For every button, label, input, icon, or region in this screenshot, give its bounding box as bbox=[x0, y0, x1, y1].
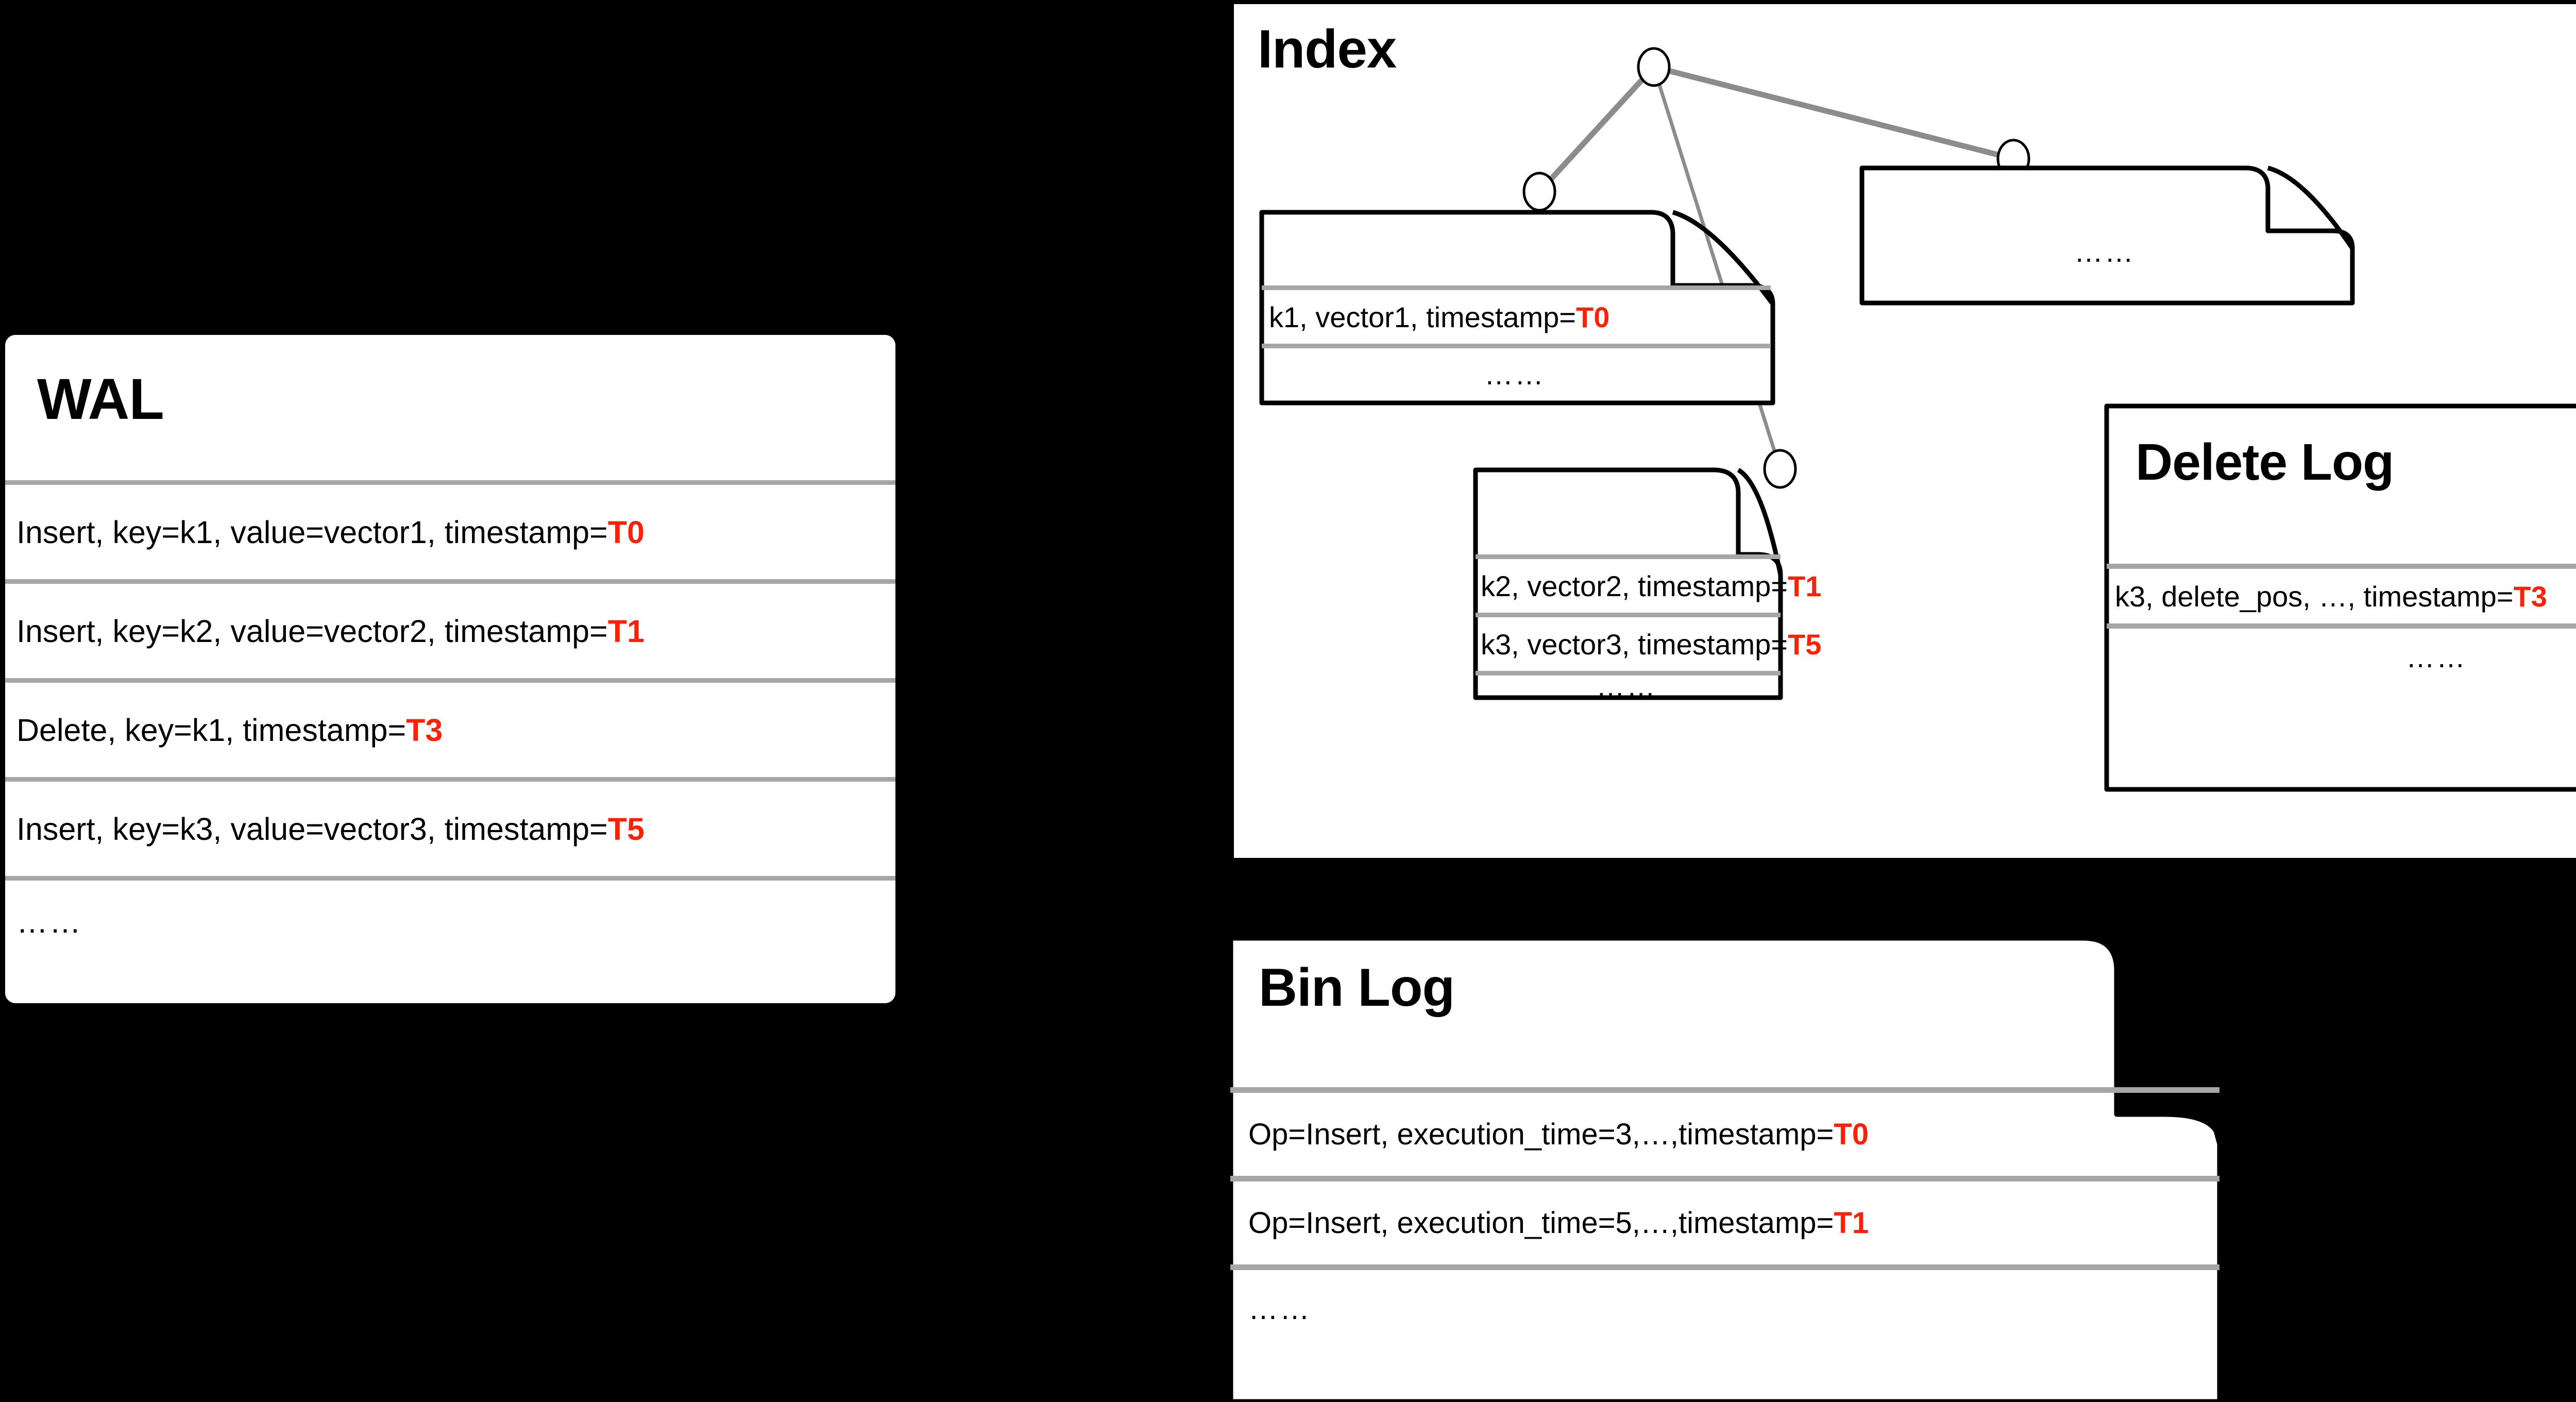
wal-row-text: Delete, key=k1, timestamp= bbox=[16, 712, 406, 748]
wal-row: Delete, key=k1, timestamp= T3 bbox=[16, 683, 443, 777]
leaf-middle-rule-1 bbox=[1476, 613, 1781, 617]
bin-log-row-timestamp: T0 bbox=[1834, 1118, 1869, 1151]
index-leaf-row: k1, vector1, timestamp= T0 bbox=[1269, 290, 1609, 344]
root-node bbox=[1637, 47, 1671, 87]
wal-rule-4 bbox=[5, 876, 895, 881]
bin-log-ellipsis-row: …… bbox=[1248, 1270, 1311, 1347]
bin-log-row-text: Op=Insert, execution_time=5,…,timestamp= bbox=[1248, 1206, 1834, 1240]
wal-ellipsis-row: …… bbox=[16, 881, 82, 963]
ellipsis-text: …… bbox=[16, 904, 82, 939]
delete-log-title: Delete Log bbox=[2136, 433, 2394, 491]
child-node-left bbox=[1522, 172, 1556, 212]
wal-row-timestamp: T3 bbox=[406, 712, 443, 748]
doc-outline bbox=[2104, 403, 2576, 792]
index-leaf-row-text: k1, vector1, timestamp= bbox=[1269, 300, 1577, 333]
index-leaf-ellipsis-row: …… bbox=[1473, 670, 1780, 702]
ellipsis-text: …… bbox=[2406, 640, 2467, 673]
doc-outline bbox=[1227, 935, 2223, 1402]
bin-log-rule-0 bbox=[1230, 1087, 2219, 1093]
index-leaf-ellipsis-row: …… bbox=[1860, 226, 2349, 277]
leaf-left-rule-1 bbox=[1262, 344, 1771, 348]
doc-content: Bin Log Op=Insert, execution_time=3,…,ti… bbox=[1228, 933, 2223, 1402]
index-panel: Index bbox=[1234, 4, 2576, 858]
wal-row-timestamp: T5 bbox=[607, 811, 645, 847]
bin-log-row: Op=Insert, execution_time=3,…,timestamp=… bbox=[1248, 1093, 1869, 1176]
tree-edge-root-left bbox=[1537, 65, 1656, 194]
delete-log-rule-0 bbox=[2107, 564, 2576, 569]
doc-content: k2, vector2, timestamp= T1 k3, vector3, … bbox=[1473, 466, 1821, 702]
delete-log-ellipsis-row: …… bbox=[2105, 629, 2576, 685]
index-leaf-row-text: k3, vector3, timestamp= bbox=[1481, 628, 1788, 661]
ellipsis-text: …… bbox=[2074, 235, 2135, 268]
doc-content: …… bbox=[1860, 164, 2354, 303]
bin-log-card: Bin Log Op=Insert, execution_time=3,…,ti… bbox=[1227, 933, 2223, 1402]
ellipsis-text: …… bbox=[1248, 1292, 1311, 1326]
doc-content: Delete Log k3, delete_pos, …, timestamp=… bbox=[2105, 402, 2576, 789]
ellipsis-text: …… bbox=[1596, 669, 1657, 702]
wal-row-timestamp: T0 bbox=[607, 514, 645, 550]
ellipsis-text: …… bbox=[1484, 358, 1545, 391]
bin-log-title: Bin Log bbox=[1259, 958, 1455, 1018]
wal-rule-2 bbox=[5, 678, 895, 683]
wal-row-text: Insert, key=k1, value=vector1, timestamp… bbox=[16, 514, 608, 550]
delete-log-rule-1 bbox=[2107, 623, 2576, 629]
wal-row: Insert, key=k1, value=vector1, timestamp… bbox=[16, 485, 645, 579]
wal-row-timestamp: T1 bbox=[607, 613, 645, 649]
wal-row-text: Insert, key=k2, value=vector2, timestamp… bbox=[16, 613, 608, 649]
index-leaf-row-timestamp: T0 bbox=[1576, 300, 1610, 333]
wal-rule-0 bbox=[5, 480, 895, 485]
delete-log-row-text: k3, delete_pos, …, timestamp= bbox=[2115, 580, 2514, 613]
index-leaf-row-text: k2, vector2, timestamp= bbox=[1481, 569, 1788, 602]
bin-log-rule-2 bbox=[1230, 1264, 2219, 1270]
delete-log-row: k3, delete_pos, …, timestamp= T3 bbox=[2115, 569, 2547, 623]
leaf-left-rule-0 bbox=[1262, 285, 1771, 290]
index-leaf-ellipsis-row: …… bbox=[1260, 348, 1770, 400]
wal-row-text: Insert, key=k3, value=vector3, timestamp… bbox=[16, 811, 608, 847]
leaf-middle-rule-2 bbox=[1476, 671, 1781, 675]
bin-log-row-text: Op=Insert, execution_time=3,…,timestamp= bbox=[1248, 1118, 1834, 1151]
index-leaf-left: k1, vector1, timestamp= T0 …… bbox=[1259, 208, 1775, 406]
index-title: Index bbox=[1258, 19, 1397, 79]
child-node-middle bbox=[1763, 449, 1797, 489]
wal-rule-3 bbox=[5, 777, 895, 782]
wal-card: WAL Insert, key=k1, value=vector1, times… bbox=[5, 335, 895, 1003]
index-leaf-row: k3, vector3, timestamp= T5 bbox=[1481, 617, 1821, 671]
doc-outline bbox=[1859, 165, 2355, 306]
wal-row: Insert, key=k2, value=vector2, timestamp… bbox=[16, 584, 645, 678]
tree-edge-root-right bbox=[1653, 64, 2014, 162]
index-leaf-middle: k2, vector2, timestamp= T1 k3, vector3, … bbox=[1473, 466, 1821, 702]
delete-log-card: Delete Log k3, delete_pos, …, timestamp=… bbox=[2104, 402, 2576, 792]
bin-log-rule-1 bbox=[1230, 1176, 2219, 1181]
doc-content: k1, vector1, timestamp= T0 …… bbox=[1260, 208, 1775, 403]
wal-rule-1 bbox=[5, 579, 895, 584]
delete-log-row-timestamp: T3 bbox=[2513, 580, 2547, 613]
bin-log-row-timestamp: T1 bbox=[1834, 1206, 1869, 1240]
wal-row: Insert, key=k3, value=vector3, timestamp… bbox=[16, 782, 645, 876]
wal-title: WAL bbox=[37, 367, 164, 431]
leaf-middle-rule-0 bbox=[1476, 554, 1781, 559]
index-leaf-right: …… bbox=[1859, 164, 2355, 306]
bin-log-row: Op=Insert, execution_time=5,…,timestamp=… bbox=[1248, 1181, 1869, 1264]
index-leaf-row-timestamp: T1 bbox=[1788, 569, 1822, 602]
index-leaf-row: k2, vector2, timestamp= T1 bbox=[1481, 559, 1821, 613]
index-leaf-row-timestamp: T5 bbox=[1788, 628, 1822, 661]
